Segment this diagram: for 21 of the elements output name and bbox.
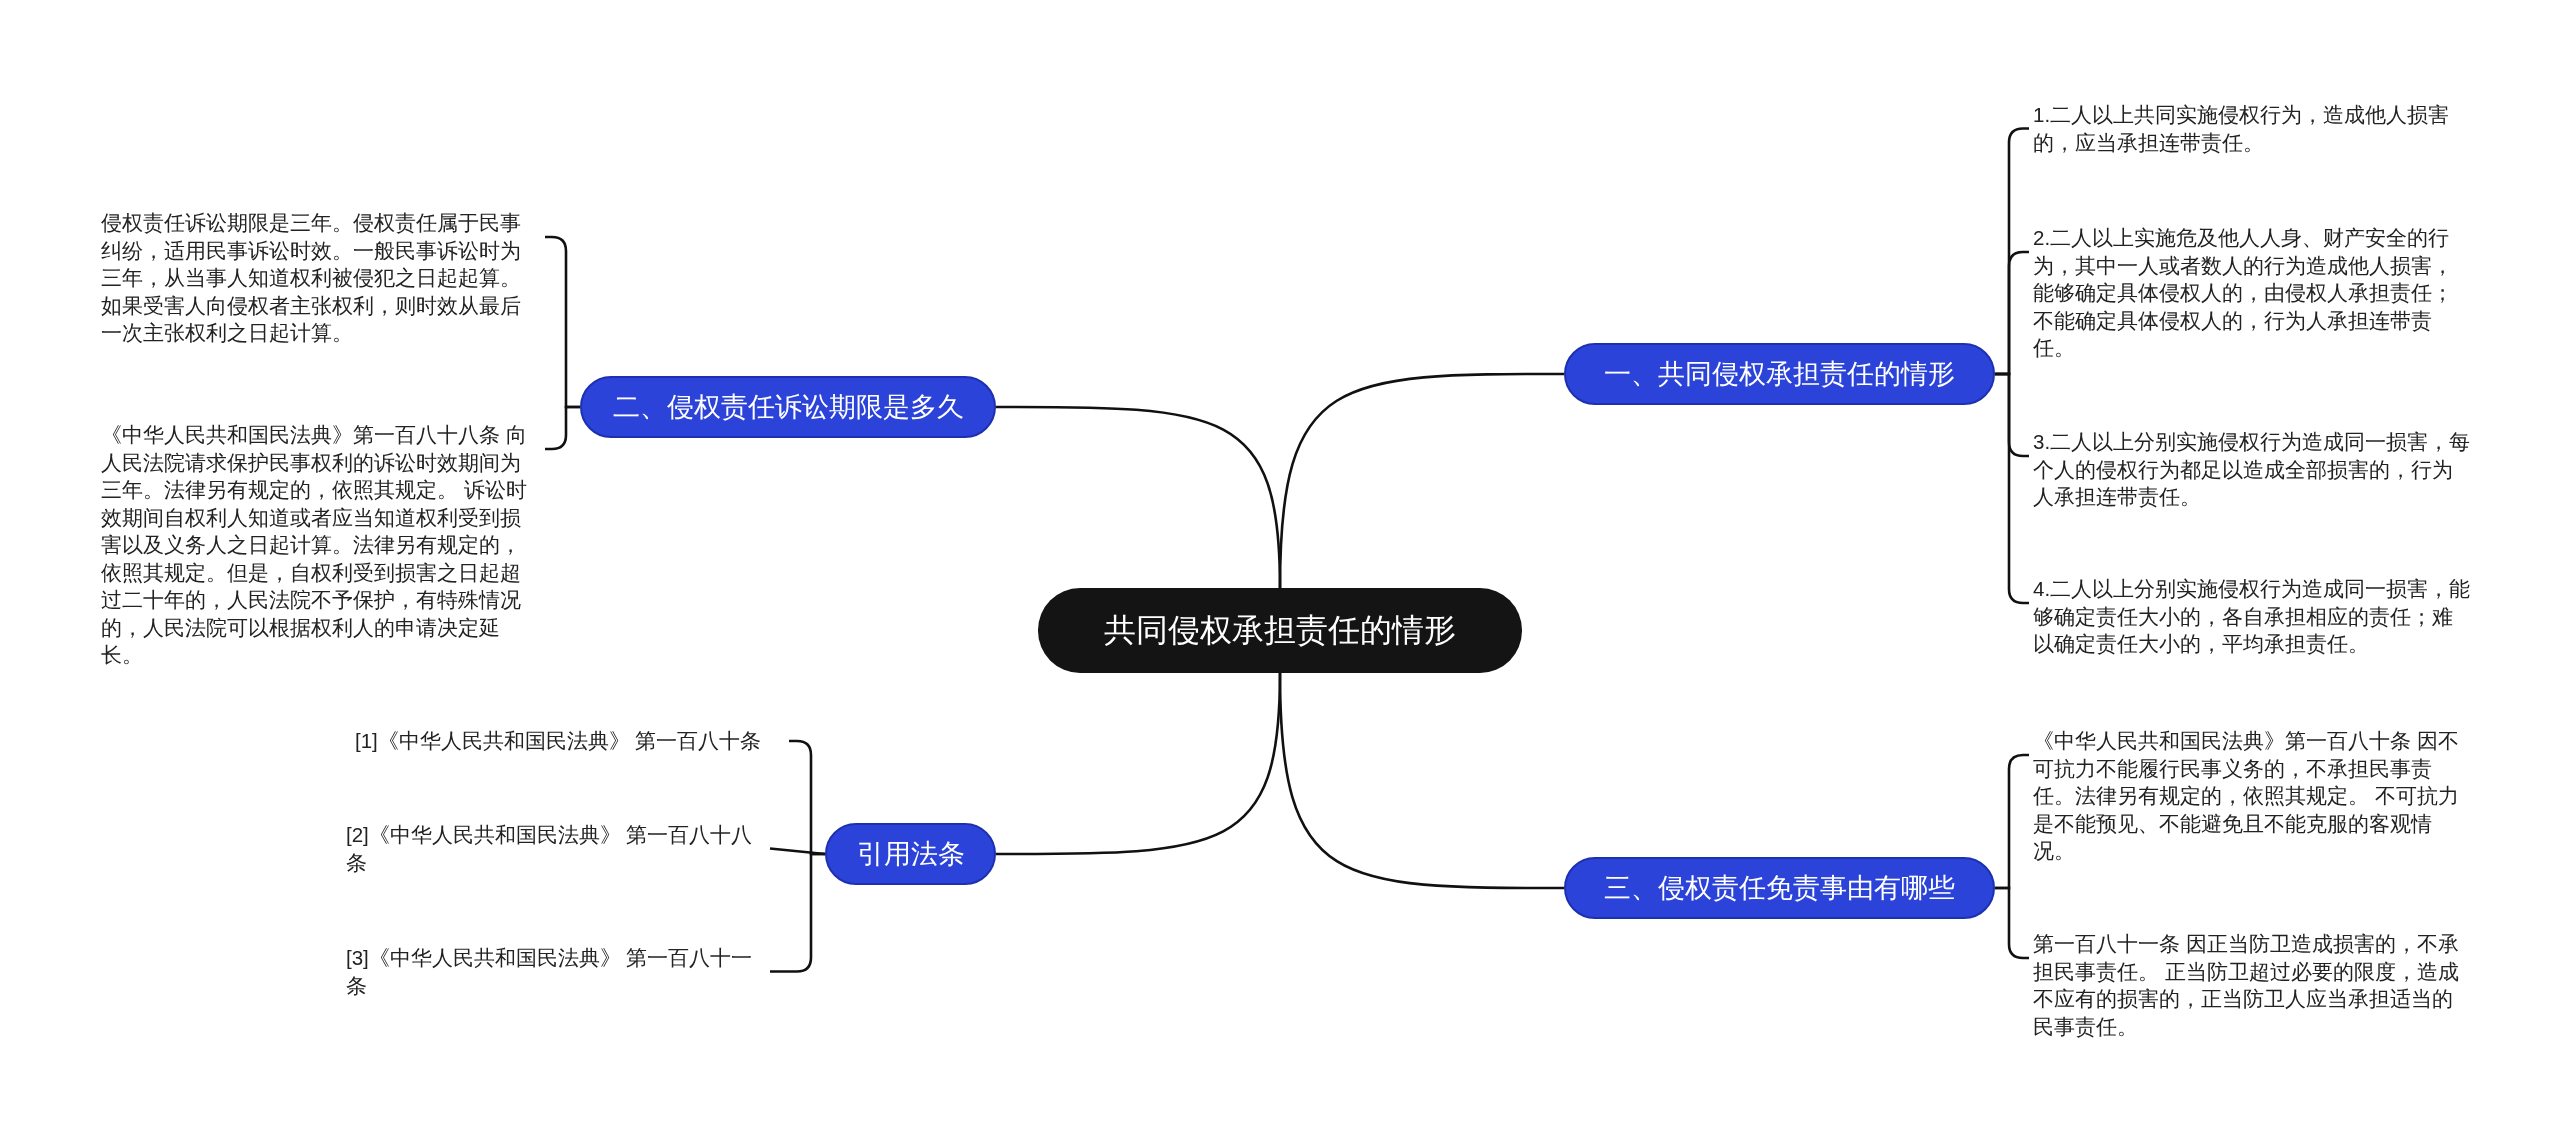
note-text: 4.二人以上分别实施侵权行为造成同一损害，能够确定责任大小的，各自承担相应的责任；难以确定责任大小的，平均承担责任。	[2033, 575, 2473, 658]
note-text: 《中华人民共和国民法典》第一百八十八条 向人民法院请求保护民事权利的诉讼时效期间为三年。法律另有规定的，依照其规定。 诉讼时效期间自权利人知道或者应当知道权利受到损害以及义务人之日起计算。法律另有规定的，依照其规定。但是，自权利受到损害之日起超过二十年的，人民法院不予保护，有特殊情况的，人民法院可以根据权利人的申请决定延长。	[101, 421, 541, 669]
connector-line	[770, 852, 825, 973]
connector-line	[996, 405, 1282, 589]
note-text: 《中华人民共和国民法典》第一百八十条 因不可抗力不能履行民事义务的，不承担民事责任。法律另有规定的，依照其规定。 不可抗力是不能预见、不能避免且不能克服的客观情况。	[2033, 727, 2473, 865]
connector-line	[996, 672, 1282, 856]
connector-line	[545, 405, 580, 451]
topic-box: 一、共同侵权承担责任的情形	[1564, 343, 1995, 405]
note-text: [2]《中华人民共和国民法典》 第一百八十八条	[346, 821, 766, 876]
note-text: [1]《中华人民共和国民法典》 第一百八十条	[355, 727, 785, 755]
note-text: 第一百八十一条 因正当防卫造成损害的，不承担民事责任。 正当防卫超过必要的限度，造成不应有的损害的，正当防卫人应当承担适当的民事责任。	[2033, 930, 2473, 1040]
note-text: [3]《中华人民共和国民法典》 第一百八十一条	[346, 944, 766, 999]
topic-box: 引用法条	[825, 823, 996, 885]
note-text: 2.二人以上实施危及他人人身、财产安全的行为，其中一人或者数人的行为造成他人损害，能够确定具体侵权人的，由侵权人承担责任；不能确定具体侵权人的，行为人承担连带责任。	[2033, 224, 2473, 362]
topic-box: 三、侵权责任免责事由有哪些	[1564, 857, 1995, 919]
central-topic: 共同侵权承担责任的情形	[1038, 588, 1522, 673]
note-text: 3.二人以上分别实施侵权行为造成同一损害，每个人的侵权行为都足以造成全部损害的，行为人承担连带责任。	[2033, 428, 2473, 511]
note-text: 1.二人以上共同实施侵权行为，造成他人损害的，应当承担连带责任。	[2033, 101, 2473, 156]
note-text: 侵权责任诉讼期限是三年。侵权责任属于民事纠纷，适用民事诉讼时效。一般民事诉讼时为三年，从当事人知道权利被侵犯之日起起算。如果受害人向侵权者主张权利，则时效从最后一次主张权利之日起计算。	[101, 209, 541, 347]
connector-line	[769, 847, 826, 856]
topic-box: 二、侵权责任诉讼期限是多久	[580, 376, 996, 438]
